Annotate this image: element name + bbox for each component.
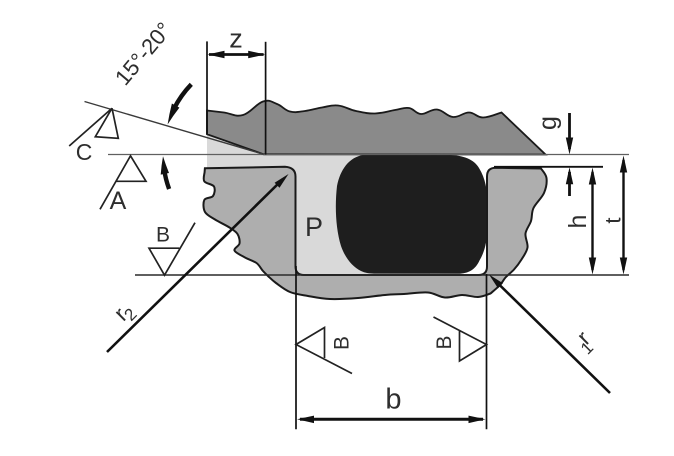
svg-text:t: t	[601, 217, 626, 223]
svg-text:b: b	[385, 384, 401, 416]
svg-text:A: A	[110, 187, 127, 215]
svg-text:z: z	[229, 24, 243, 54]
svg-text:h: h	[564, 215, 592, 229]
svg-text:B: B	[156, 224, 170, 247]
svg-text:B: B	[331, 336, 354, 350]
svg-text:g: g	[534, 116, 562, 130]
svg-text:B: B	[433, 335, 456, 349]
svg-text:C: C	[76, 139, 93, 165]
svg-text:P: P	[305, 212, 323, 242]
